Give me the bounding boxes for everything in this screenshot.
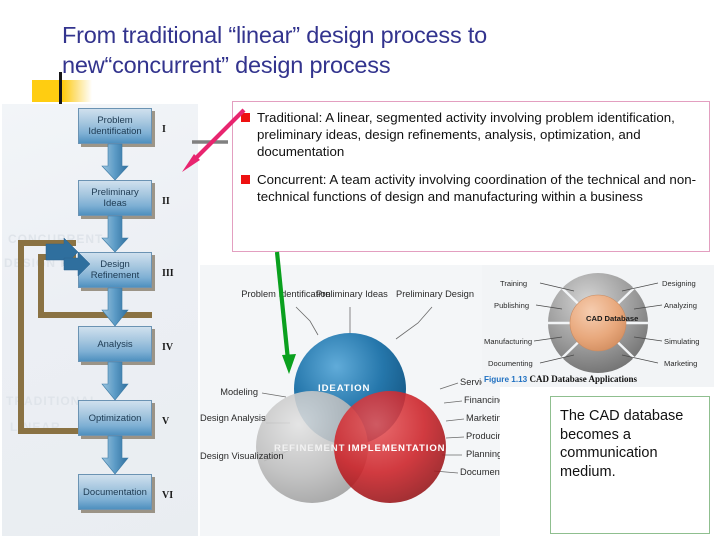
flow-step-5: Optimization <box>78 400 152 436</box>
cad-right-label-designing: Designing <box>662 279 696 288</box>
title-line-1: From traditional “linear” design process… <box>62 22 488 48</box>
feedback-loop-outer-vertical <box>18 240 24 434</box>
concurrent-vs-traditional-textbox: Traditional: A linear, segmented activit… <box>232 101 710 252</box>
venn-circle-label-refinement: REFINEMENT <box>274 443 346 454</box>
cad-figure-number: Figure 1.13 <box>484 375 528 384</box>
cad-figure-caption-text: CAD Database Applications <box>529 374 638 384</box>
venn-right-label-financing: Financing <box>464 395 500 405</box>
cad-left-label-training: Training <box>500 279 528 288</box>
feedback-loop-inner-bottom <box>38 312 152 318</box>
cad-communication-note: The CAD database becomes a communication… <box>550 396 710 534</box>
flow-step-4-label: Analysis <box>97 338 133 350</box>
venn-right-label-documenting: Documenting <box>460 467 500 477</box>
cad-left-label-publishing: Publishing <box>494 301 530 310</box>
linear-design-process-flowchart: CONCURRENT DESIGN PROCESS TRADITIONAL LI… <box>2 104 198 536</box>
cad-graphic <box>533 273 663 373</box>
flow-step-6-label: Documentation <box>83 486 147 498</box>
venn-top-label-preliminary-design: Preliminary Design <box>396 289 475 299</box>
flow-step-1: Problem Identification <box>78 108 152 144</box>
flow-step-6-numeral: VI <box>162 490 174 501</box>
venn-top-label-preliminary-ideas: Preliminary Ideas <box>316 289 388 299</box>
flow-step-6: Documentation <box>78 474 152 510</box>
ghost-text-3: TRADITIONAL <box>6 394 99 408</box>
accent-vertical-bar <box>59 72 62 104</box>
title-line-2: new“concurrent” design process <box>62 52 391 78</box>
bullet-item-concurrent: Concurrent: A team activity involving co… <box>240 171 700 205</box>
cad-left-label-documenting: Documenting <box>488 359 533 368</box>
flow-step-4: Analysis <box>78 326 152 362</box>
page-title: From traditional “linear” design process… <box>62 20 662 80</box>
venn-left-label-modeling: Modeling <box>220 387 258 397</box>
cad-right-label-simulating: Simulating <box>664 337 700 346</box>
venn-circle-label-ideation: IDEATION <box>318 383 371 394</box>
venn-right-label-servicing: Servicing <box>460 377 499 387</box>
flow-step-1-numeral: I <box>162 124 166 135</box>
flow-step-2-label: Preliminary Ideas <box>91 187 139 209</box>
cad-right-label-analyzing: Analyzing <box>664 301 697 310</box>
concurrent-engineering-venn-figure: IDEATION REFINEMENT IMPLEMENTATION Probl… <box>200 265 500 536</box>
flow-step-5-numeral: V <box>162 416 170 427</box>
flow-step-5-label: Optimization <box>88 412 142 424</box>
square-bullet-icon <box>241 174 250 184</box>
cad-left-label-manufacturing: Manufacturing <box>484 337 533 346</box>
venn-right-label-producing: Producing <box>466 431 500 441</box>
feedback-loop-outer-top <box>18 240 76 246</box>
venn-graphic <box>256 306 465 503</box>
cad-right-label-marketing: Marketing <box>664 359 698 368</box>
cad-figure-caption: Figure 1.13 CAD Database Applications <box>484 374 714 388</box>
flowchart-connector-arrows <box>45 143 129 475</box>
venn-left-label-design-analysis: Design Analysis <box>200 413 266 423</box>
bullet-item-traditional-text: Traditional: A linear, segmented activit… <box>257 110 675 160</box>
flow-step-2: Preliminary Ideas <box>78 180 152 216</box>
bullet-item-concurrent-text: Concurrent: A team activity involving co… <box>257 171 697 204</box>
flow-step-2-numeral: II <box>162 196 170 207</box>
yellow-accent-block <box>32 80 92 102</box>
feedback-loop-inner-vertical <box>38 254 44 318</box>
flow-step-3-label: Design Refinement <box>90 259 140 281</box>
flow-step-3: Design Refinement <box>78 252 152 288</box>
venn-left-label-design-visualization: Design Visualization <box>200 451 284 461</box>
venn-circle-label-implementation: IMPLEMENTATION <box>348 443 446 454</box>
square-bullet-icon <box>241 113 250 122</box>
cad-center-label: CAD Database <box>586 314 639 323</box>
venn-right-label-planning: Planning <box>466 449 500 459</box>
flow-step-3-numeral: III <box>162 268 174 279</box>
venn-right-label-marketing: Marketing <box>466 413 500 423</box>
flow-step-1-label: Problem Identification <box>88 115 142 137</box>
bullet-item-traditional: Traditional: A linear, segmented activit… <box>240 109 700 161</box>
flow-step-4-numeral: IV <box>162 342 174 353</box>
cad-database-applications-figure: CAD Database Training Publishing Manufac… <box>482 265 714 387</box>
